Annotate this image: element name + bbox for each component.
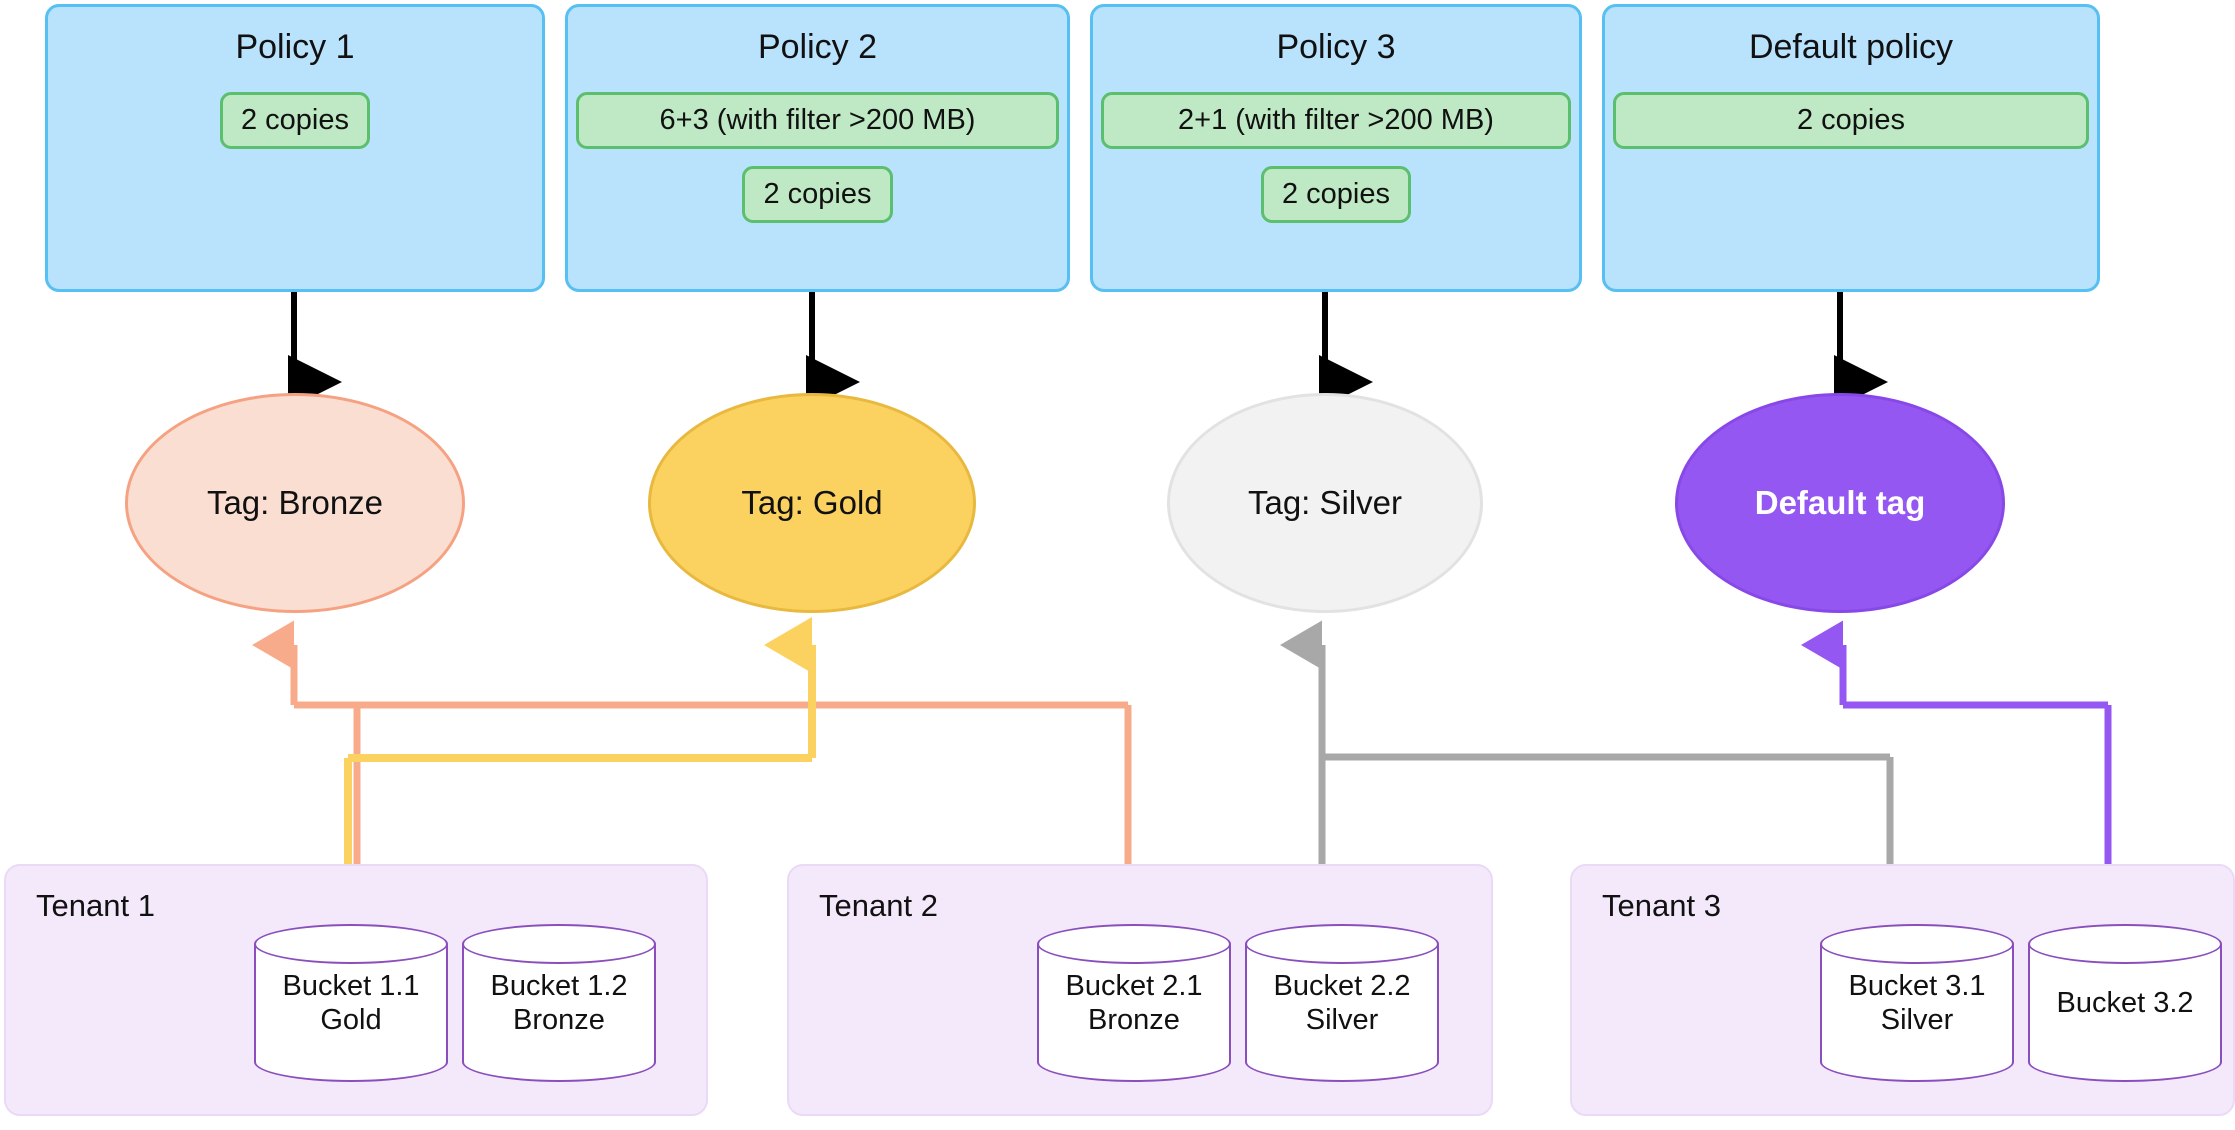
- tenant-label-1: Tenant 1: [36, 888, 155, 923]
- policy-card-2[interactable]: Policy 2 6+3 (with filter >200 MB) 2 cop…: [565, 4, 1070, 292]
- policy-rule-pill: 2 copies: [1613, 92, 2089, 150]
- tag-label: Tag: Bronze: [206, 484, 384, 521]
- tag-ellipse-bronze[interactable]: Tag: Bronze: [125, 393, 465, 613]
- cylinder-top: [1820, 924, 2014, 964]
- tag-label: Default tag: [1754, 484, 1926, 521]
- cylinder-top: [254, 924, 448, 964]
- policy-rule-pill: 2 copies: [742, 166, 893, 224]
- policy-rule-pill: 2 copies: [219, 92, 370, 150]
- cylinder-top: [462, 924, 656, 964]
- tag-label: Tag: Silver: [1247, 484, 1403, 521]
- bucket-label: Bucket 3.2: [2056, 986, 2194, 1019]
- policy-rule-pill: 2+1 (with filter >200 MB): [1101, 92, 1571, 150]
- policy-title: Default policy: [1748, 28, 1954, 66]
- cylinder-top: [2028, 924, 2222, 964]
- tag-ellipse-default[interactable]: Default tag: [1675, 393, 2005, 613]
- policy-card-3[interactable]: Policy 3 2+1 (with filter >200 MB) 2 cop…: [1090, 4, 1582, 292]
- policy-rule-pill: 2 copies: [1260, 166, 1411, 224]
- policy-title: Policy 2: [757, 28, 878, 66]
- tenant-label-2: Tenant 2: [819, 888, 938, 923]
- tag-label: Tag: Gold: [741, 484, 883, 521]
- cylinder-top: [1245, 924, 1439, 964]
- policy-card-1[interactable]: Policy 1 2 copies: [45, 4, 545, 292]
- cylinder-top: [1037, 924, 1231, 964]
- policy-card-default[interactable]: Default policy 2 copies: [1602, 4, 2100, 292]
- bucket-3-2[interactable]: Bucket 3.2: [2028, 924, 2222, 1082]
- tenant-label-3: Tenant 3: [1602, 888, 1721, 923]
- policy-title: Policy 1: [235, 28, 355, 66]
- tag-ellipse-gold[interactable]: Tag: Gold: [648, 393, 976, 613]
- policy-rule-pill: 6+3 (with filter >200 MB): [576, 92, 1059, 150]
- tag-ellipse-silver[interactable]: Tag: Silver: [1167, 393, 1483, 613]
- policy-title: Policy 3: [1276, 28, 1396, 66]
